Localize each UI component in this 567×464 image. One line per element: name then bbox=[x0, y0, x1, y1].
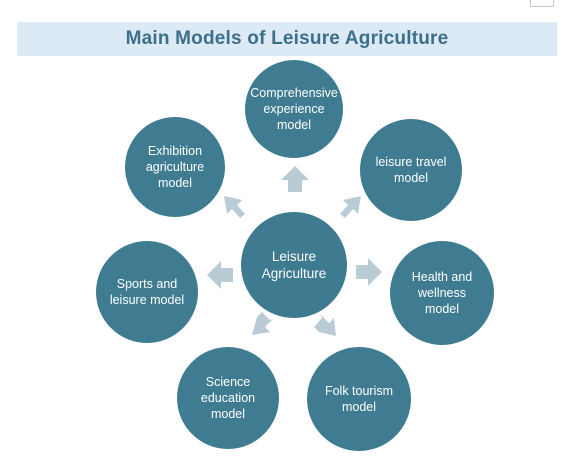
node-label: Science education model bbox=[200, 375, 256, 421]
center-node-leisure-agriculture: Leisure Agriculture bbox=[241, 212, 347, 318]
node-label: Sports and leisure model bbox=[109, 277, 185, 307]
node-label: Folk tourism model bbox=[324, 384, 394, 414]
node-health-wellness: Health and wellness model bbox=[390, 241, 494, 345]
node-folk-tourism: Folk tourism model bbox=[307, 347, 411, 451]
arrow-to-sports-leisure bbox=[207, 261, 233, 289]
node-sports-leisure: Sports and leisure model bbox=[96, 241, 198, 343]
arrow-to-leisure-travel bbox=[340, 196, 361, 218]
node-label: Health and wellness model bbox=[411, 270, 473, 316]
node-label: leisure travel model bbox=[375, 155, 447, 185]
arrow-to-folk-tourism bbox=[314, 314, 336, 336]
node-label: Comprehensive experience model bbox=[250, 86, 338, 132]
center-node-label: Leisure Agriculture bbox=[261, 249, 327, 281]
arrow-to-health-wellness bbox=[356, 258, 382, 286]
title-banner: Main Models of Leisure Agriculture bbox=[17, 22, 557, 56]
node-comprehensive-experience: Comprehensive experience model bbox=[245, 60, 343, 158]
diagram-title: Main Models of Leisure Agriculture bbox=[125, 28, 449, 49]
arrow-to-comprehensive bbox=[281, 166, 309, 192]
node-label: Exhibition agriculture model bbox=[145, 144, 205, 190]
arrow-to-science-education bbox=[252, 312, 273, 335]
node-leisure-travel: leisure travel model bbox=[360, 119, 462, 221]
node-science-education: Science education model bbox=[177, 347, 279, 449]
node-exhibition-agriculture: Exhibition agriculture model bbox=[125, 117, 225, 217]
arrow-to-exhibition bbox=[224, 196, 245, 218]
corner-frame bbox=[530, 0, 554, 7]
